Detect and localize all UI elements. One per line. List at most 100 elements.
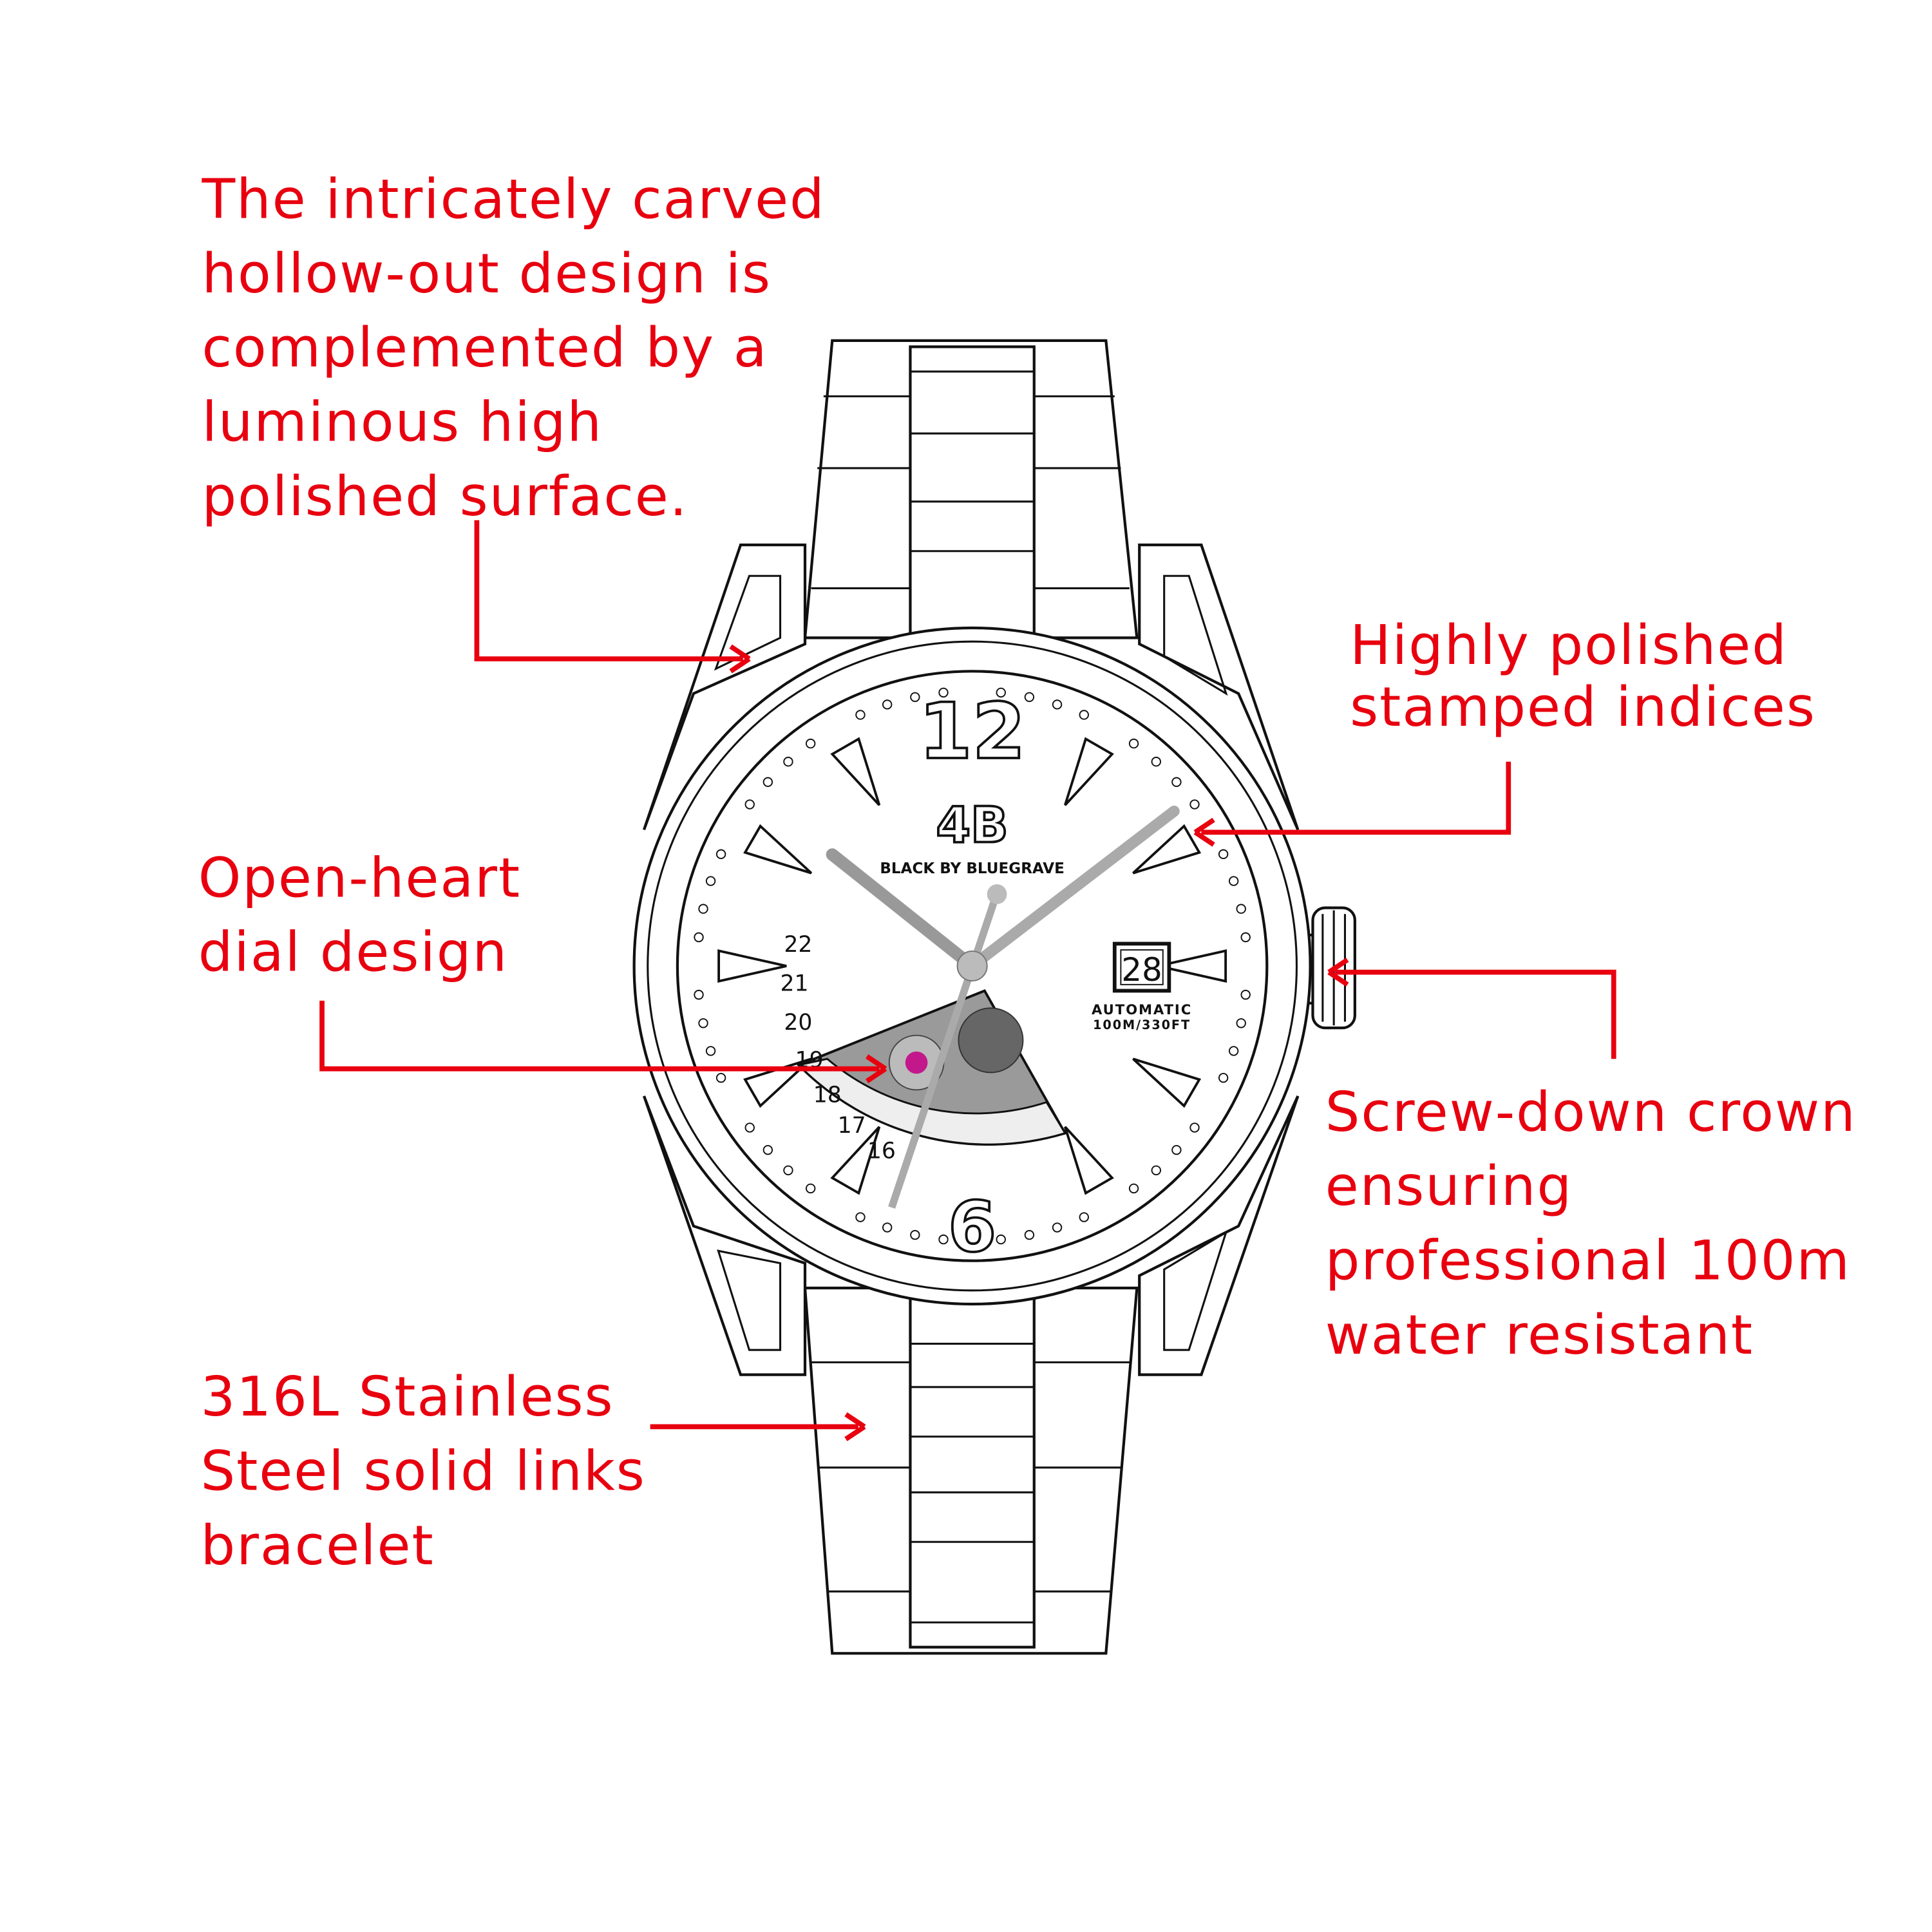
minute-dot <box>1024 692 1035 703</box>
minute-dot <box>1218 1072 1229 1083</box>
minute-dot <box>855 1212 866 1222</box>
hour-index <box>830 1126 881 1195</box>
arrow-open-heart <box>319 1000 880 1072</box>
date-wheel: 16171819202122 <box>781 932 896 1164</box>
hour-index <box>1132 824 1202 875</box>
minute-dot <box>744 1122 755 1133</box>
minute-dot <box>694 989 704 1000</box>
arrowhead <box>866 1054 887 1084</box>
arrow-crown <box>1335 969 1616 1059</box>
minute-dot <box>1128 738 1139 749</box>
hour-index <box>743 824 813 875</box>
brand-name: BLACK BY BLUEGRAVE <box>880 860 1065 877</box>
case-lugs <box>642 544 1300 1376</box>
date-wheel-number: 20 <box>784 1010 812 1036</box>
annotation-crown: Screw-down crown ensuring professional 1… <box>1325 1080 1875 1367</box>
minute-dot <box>882 1222 893 1233</box>
depth-rating: 100M/330FT <box>1093 1018 1191 1032</box>
minute-dot <box>1236 904 1246 914</box>
date-wheel-number: 16 <box>867 1138 896 1164</box>
minute-dot <box>705 1046 716 1056</box>
minute-dot <box>1024 1229 1035 1240</box>
arrow-indices <box>1201 761 1511 835</box>
minute-dot <box>715 1072 726 1083</box>
date-value: 28 <box>1121 951 1162 989</box>
minute-dot <box>783 757 793 767</box>
minute-dot <box>805 738 816 749</box>
bracelet-top <box>803 339 1139 639</box>
minute-dot <box>996 1234 1006 1245</box>
date-wheel-number: 21 <box>781 971 809 996</box>
minute-dot <box>1218 849 1229 860</box>
minute-dot <box>762 777 773 788</box>
minute-dot <box>910 1229 920 1240</box>
minute-dot <box>1171 777 1182 788</box>
minute-dot <box>882 699 893 710</box>
numeral-12: 12 <box>919 687 1026 777</box>
arrowhead <box>844 1412 866 1441</box>
date-wheel-number: 22 <box>784 932 812 958</box>
minute-dot <box>1079 1212 1089 1222</box>
watch-hands <box>826 805 1180 1209</box>
date-wheel-number: 18 <box>813 1082 842 1108</box>
date-wheel-number: 17 <box>838 1113 866 1139</box>
hour-index <box>1157 949 1227 983</box>
annotations: The intricately carved hollow-out design… <box>198 167 1875 1577</box>
minute-dot <box>1189 1122 1200 1133</box>
arrowhead <box>1193 817 1215 847</box>
ruby-jewel <box>905 1051 928 1074</box>
bracelet-bottom <box>803 1286 1139 1655</box>
minute-dot <box>938 1234 949 1245</box>
date-window: 28 <box>1112 942 1171 993</box>
minute-dot <box>1151 1165 1161 1175</box>
minute-dot <box>1240 932 1251 943</box>
hour-index <box>830 737 881 806</box>
minute-dot <box>1189 799 1200 810</box>
minute-dot <box>1228 1046 1239 1056</box>
hour-hand <box>826 848 979 972</box>
minute-dot <box>938 687 949 698</box>
hour-index <box>717 949 787 983</box>
minute-dot <box>1151 757 1161 767</box>
minute-dot <box>1228 876 1239 886</box>
arrowhead <box>729 644 751 674</box>
arrowhead <box>1327 958 1349 987</box>
hour-index <box>1064 1126 1114 1195</box>
minute-dot <box>744 799 755 810</box>
minute-dot <box>805 1183 816 1194</box>
minute-dot <box>1079 710 1089 720</box>
minute-dot <box>1052 1222 1063 1233</box>
second-hand-tip <box>987 884 1007 904</box>
minute-dot <box>783 1165 793 1175</box>
annotation-bracelet: 316L Stainless Steel solid links bracele… <box>201 1365 665 1577</box>
annotation-indices: Highly polished stamped indices <box>1350 613 1816 739</box>
minute-dot <box>705 876 716 886</box>
minute-dot <box>1236 1018 1246 1028</box>
minute-dot <box>1240 989 1251 1000</box>
minute-dot <box>1052 699 1063 710</box>
brand-logo: 4B <box>936 797 1009 855</box>
minute-dot <box>855 710 866 720</box>
minute-dot <box>715 849 726 860</box>
numeral-6: 6 <box>948 1187 996 1267</box>
minute-dot <box>996 687 1006 698</box>
minute-dot <box>1171 1144 1182 1155</box>
annotation-open-heart: Open-heart dial design <box>198 846 540 983</box>
leader-arrows <box>319 520 1616 1441</box>
minute-dot <box>698 1018 708 1028</box>
arrow-hollow-out <box>474 520 743 661</box>
hour-index <box>1132 1057 1202 1108</box>
minute-dot <box>1128 1183 1139 1194</box>
minute-track <box>694 687 1251 1245</box>
minute-dot <box>762 1144 773 1155</box>
minute-hand <box>966 805 1180 972</box>
open-heart-window: 16171819202122 <box>781 932 1067 1164</box>
minute-dot <box>698 904 708 914</box>
annotation-hollow-out: The intricately carved hollow-out design… <box>201 167 844 528</box>
hour-index <box>1064 737 1114 806</box>
hour-indices <box>717 737 1227 1195</box>
minute-dot <box>910 692 920 703</box>
hand-pivot <box>956 950 988 982</box>
